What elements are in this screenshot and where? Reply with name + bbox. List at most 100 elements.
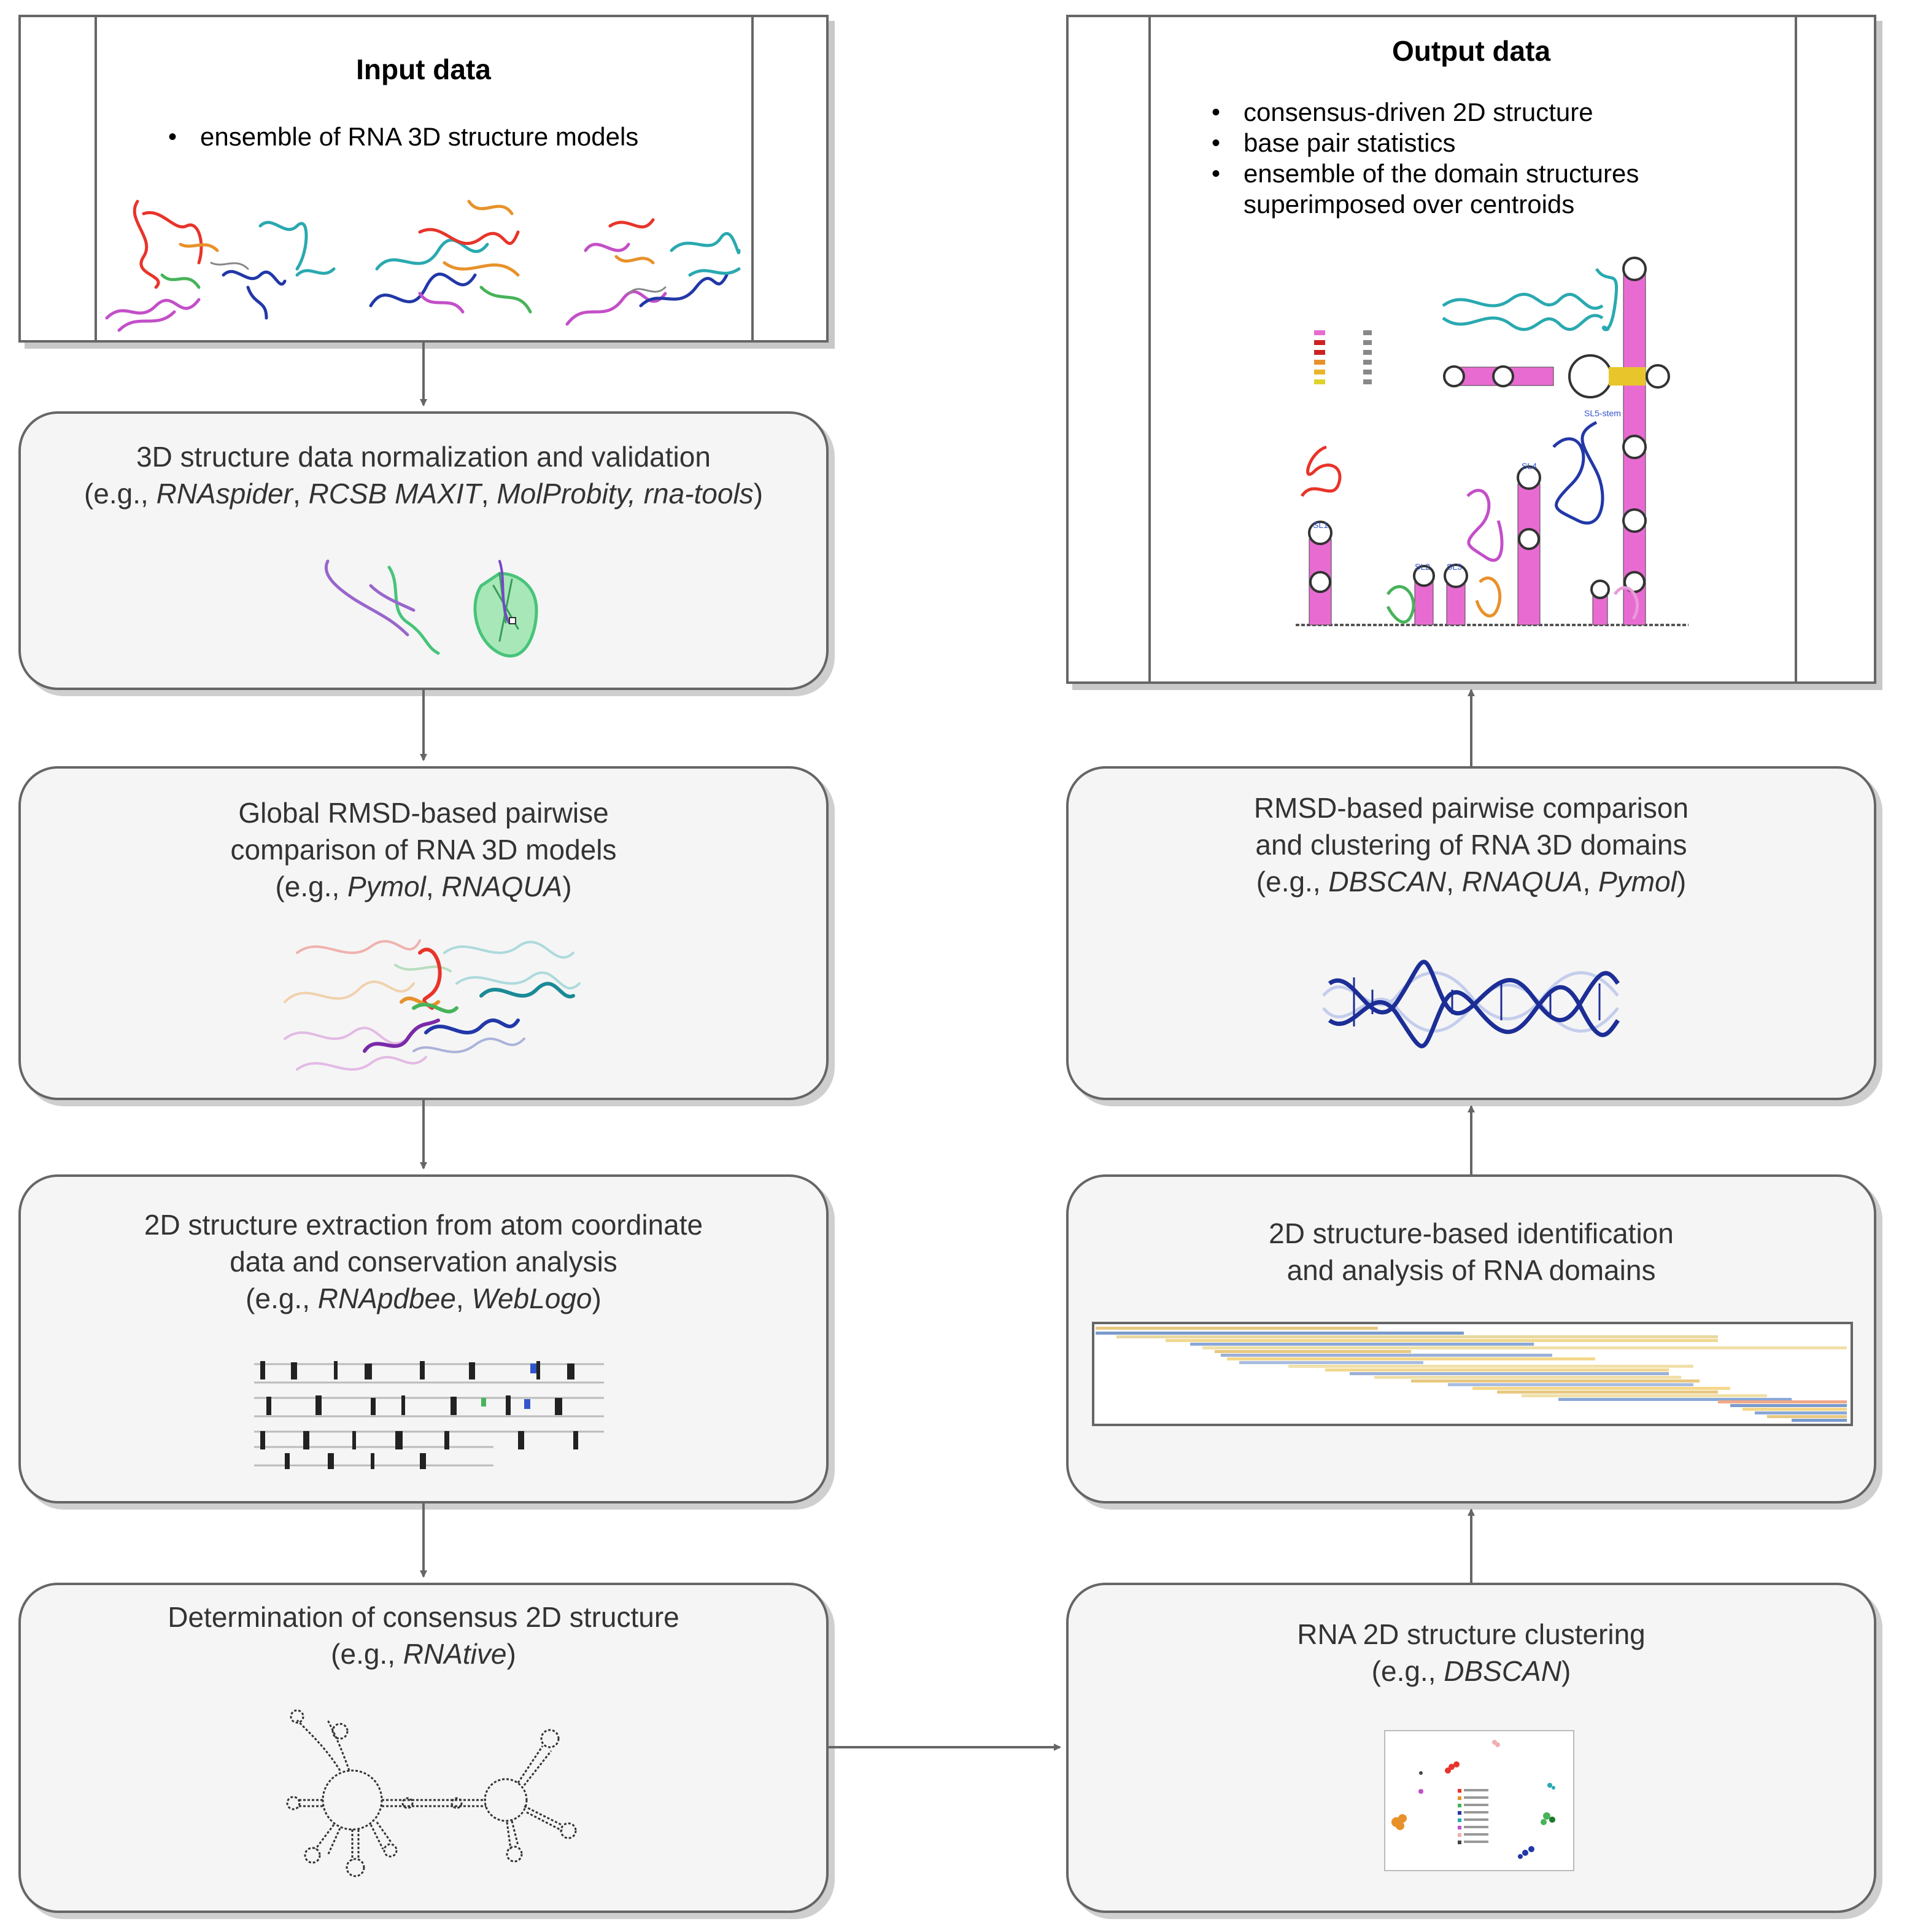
label-line: (e.g., RNAspider, RCSB MAXIT, MolProbity… xyxy=(21,475,826,512)
output-right-bar xyxy=(1795,17,1797,681)
label-text: , xyxy=(1582,866,1599,898)
conservation-logo-icon xyxy=(254,1361,604,1469)
svg-text:SL1: SL1 xyxy=(1313,520,1328,530)
tool-name: WebLogo xyxy=(471,1282,592,1314)
tool-name: RCSB MAXIT xyxy=(308,478,481,510)
tool-name: Pymol xyxy=(347,871,426,902)
tool-name: Pymol xyxy=(1598,866,1677,898)
label-text: (e.g., xyxy=(246,1282,318,1314)
label-line: (e.g., Pymol, RNAQUA) xyxy=(21,868,826,905)
label-text: , xyxy=(455,1282,472,1314)
label-text: , xyxy=(293,478,309,510)
bullet-item: base pair statistics xyxy=(1207,128,1639,158)
label-line: (e.g., DBSCAN) xyxy=(1069,1653,1874,1690)
input-data-box: Input data ensemble of RNA 3D structure … xyxy=(18,15,829,343)
label-text: , xyxy=(481,478,497,510)
label-text: ) xyxy=(753,478,764,510)
bullet-item: ensemble of RNA 3D structure models xyxy=(163,122,638,152)
rna-backbone-validation-icon xyxy=(324,559,538,658)
label-line: RMSD-based pairwise comparison xyxy=(1069,789,1874,826)
double-helix-icon xyxy=(1322,960,1620,1049)
step-consensus-box: Determination of consensus 2D structure(… xyxy=(18,1583,829,1913)
cluster-scatter-icon xyxy=(1384,1730,1574,1871)
tool-name: RNApdbee xyxy=(317,1282,456,1314)
label-line: data and conservation analysis xyxy=(21,1243,826,1280)
step-global-rmsd-label: Global RMSD-based pairwise comparison of … xyxy=(21,794,826,905)
input-title: Input data xyxy=(356,53,491,85)
input-right-bar xyxy=(751,17,754,340)
step-domain-rmsd-box: RMSD-based pairwise comparison and cluste… xyxy=(1066,766,1876,1100)
label-text: RMSD-based pairwise comparison xyxy=(1253,792,1689,824)
svg-text:SL4: SL4 xyxy=(1522,461,1537,471)
svg-text:SL5-stem: SL5-stem xyxy=(1584,408,1621,418)
label-text: and analysis of RNA domains xyxy=(1286,1254,1656,1286)
label-text: ) xyxy=(592,1282,601,1314)
step-extraction-label: 2D structure extraction from atom coordi… xyxy=(21,1206,826,1317)
tool-name: RNAspider xyxy=(156,478,293,510)
label-line: (e.g., RNApdbee, WebLogo) xyxy=(21,1280,826,1317)
label-text: , xyxy=(1446,866,1462,898)
tool-name: DBSCAN xyxy=(1444,1655,1561,1687)
label-text: ) xyxy=(1561,1655,1571,1687)
label-line: 3D structure data normalization and vali… xyxy=(21,438,826,475)
tool-name: RNAtive xyxy=(403,1638,507,1670)
input-left-bar xyxy=(95,17,97,340)
tool-name: RNAQUA xyxy=(1461,866,1583,898)
bullet-item: ensemble of the domain structuressuperim… xyxy=(1207,158,1639,220)
rna-3d-model-thumbnails-icon xyxy=(105,200,741,332)
label-text: (e.g., xyxy=(1371,1655,1444,1687)
step-domain-rmsd-label: RMSD-based pairwise comparison and cluste… xyxy=(1069,789,1874,900)
input-bullets: ensemble of RNA 3D structure models xyxy=(163,122,638,152)
step-global-rmsd-box: Global RMSD-based pairwise comparison of … xyxy=(18,766,829,1100)
output-title: Output data xyxy=(1391,35,1551,67)
output-bullets: consensus-driven 2D structurebase pair s… xyxy=(1207,97,1639,220)
step-extraction-box: 2D structure extraction from atom coordi… xyxy=(18,1174,829,1503)
label-text: (e.g., xyxy=(275,871,348,902)
label-text: 2D structure-based identification xyxy=(1269,1217,1674,1249)
superposition-cloud-icon xyxy=(284,939,581,1071)
output-left-bar xyxy=(1148,17,1151,681)
svg-text:SL3: SL3 xyxy=(1447,562,1462,572)
label-text: ) xyxy=(1676,866,1687,898)
step-domains-box: 2D structure-based identification and ana… xyxy=(1066,1174,1876,1503)
tool-name: RNAQUA xyxy=(441,871,563,902)
label-line: (e.g., DBSCAN, RNAQUA, Pymol) xyxy=(1069,863,1874,900)
label-text: Global RMSD-based pairwise xyxy=(238,797,609,829)
label-line: comparison of RNA 3D models xyxy=(21,831,826,868)
step-clustering-2d-box: RNA 2D structure clustering(e.g., DBSCAN… xyxy=(1066,1583,1876,1913)
label-text: and clustering of RNA 3D domains xyxy=(1255,829,1687,861)
label-line: RNA 2D structure clustering xyxy=(1069,1616,1874,1653)
label-line: Global RMSD-based pairwise xyxy=(21,794,826,831)
label-line: 2D structure extraction from atom coordi… xyxy=(21,1206,826,1243)
step-domains-label: 2D structure-based identification and ana… xyxy=(1069,1215,1874,1289)
label-text: , xyxy=(425,871,442,902)
label-line: 2D structure-based identification xyxy=(1069,1215,1874,1252)
label-line: and analysis of RNA domains xyxy=(1069,1252,1874,1289)
svg-text:SL2: SL2 xyxy=(1415,562,1430,572)
consensus-structure-figure-icon: SL1 SL2 SL3 SL4 SL5-stem xyxy=(1296,257,1688,626)
label-line: (e.g., RNAtive) xyxy=(21,1635,826,1672)
label-text: (e.g., xyxy=(331,1638,403,1670)
label-text: comparison of RNA 3D models xyxy=(230,834,617,866)
tool-name: MolProbity, rna-tools xyxy=(497,478,754,510)
label-text: Determination of consensus 2D structure xyxy=(168,1601,679,1633)
tool-name: DBSCAN xyxy=(1328,866,1447,898)
label-text: 3D structure data normalization and vali… xyxy=(136,441,711,473)
label-text: data and conservation analysis xyxy=(230,1246,617,1278)
domain-bars-icon xyxy=(1092,1322,1853,1426)
label-text: 2D structure extraction from atom coordi… xyxy=(144,1209,703,1241)
label-text: ) xyxy=(506,1638,516,1670)
bullet-item: consensus-driven 2D structure xyxy=(1207,97,1639,128)
output-data-box: Output data consensus-driven 2D structur… xyxy=(1066,15,1876,684)
label-line: Determination of consensus 2D structure xyxy=(21,1599,826,1635)
step-clustering-2d-label: RNA 2D structure clustering(e.g., DBSCAN… xyxy=(1069,1616,1874,1690)
step-normalization-box: 3D structure data normalization and vali… xyxy=(18,411,829,690)
step-normalization-label: 3D structure data normalization and vali… xyxy=(21,438,826,512)
label-text: (e.g., xyxy=(1256,866,1329,898)
label-line: and clustering of RNA 3D domains xyxy=(1069,826,1874,863)
label-text: RNA 2D structure clustering xyxy=(1297,1618,1646,1650)
step-consensus-label: Determination of consensus 2D structure(… xyxy=(21,1599,826,1672)
label-text: ) xyxy=(562,871,572,902)
secondary-structure-graph-icon xyxy=(286,1709,577,1877)
label-text: (e.g., xyxy=(83,478,157,510)
